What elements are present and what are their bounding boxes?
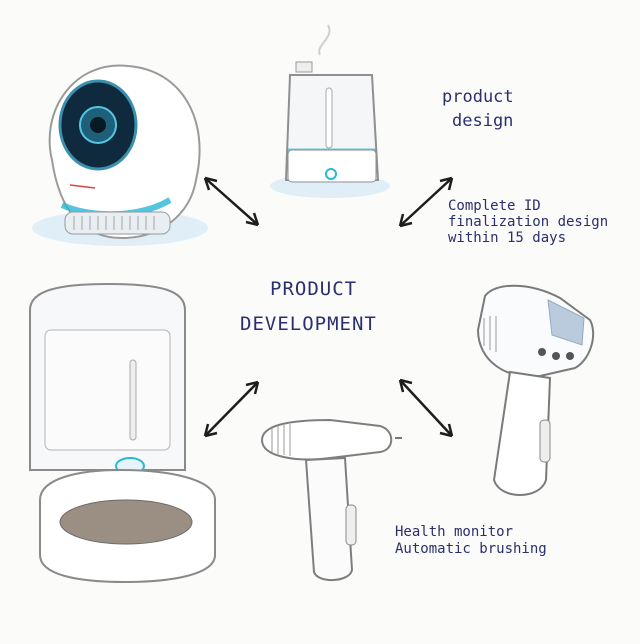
grooming-tool-sketch (260, 418, 402, 581)
title-product: PRODUCT (270, 278, 358, 300)
note-id-line1: Complete ID (448, 198, 541, 214)
humidifier-sketch (270, 24, 390, 198)
note-design: design (452, 111, 514, 131)
pet-feeder-sketch (29, 282, 216, 584)
note-product: product (442, 87, 514, 107)
arrow-bottom-right (398, 378, 454, 438)
title-development: DEVELOPMENT (240, 313, 377, 335)
note-id-line2: finalization design (448, 214, 609, 230)
health-brush-sketch (476, 284, 595, 496)
arrow-top-right (398, 176, 454, 228)
arrow-bottom-left (203, 380, 260, 438)
development-arrows (203, 176, 454, 438)
camera-robot-sketch (32, 64, 208, 246)
note-automatic-brushing: Automatic brushing (395, 541, 547, 557)
note-health-monitor: Health monitor (395, 524, 514, 540)
arrow-top-left (203, 176, 260, 227)
note-id-line3: within 15 days (448, 230, 567, 246)
